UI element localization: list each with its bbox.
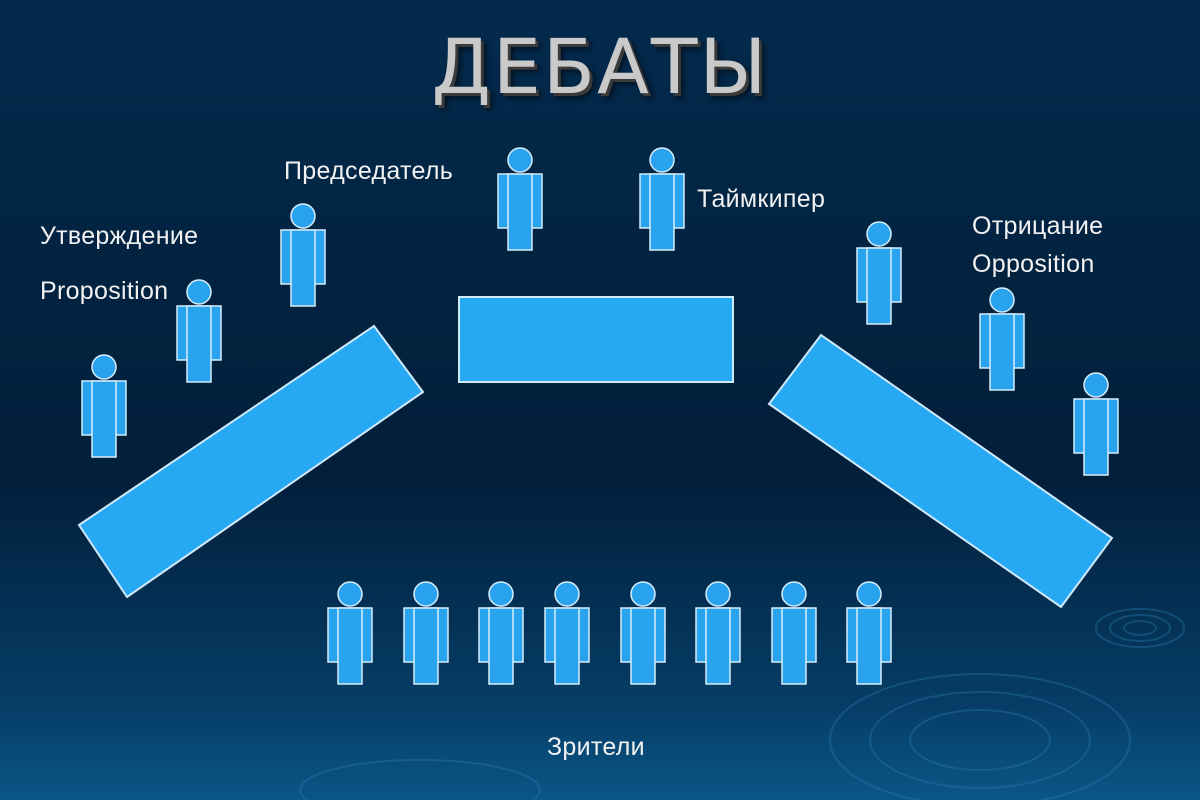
proposition-table <box>77 324 425 599</box>
audience-member-icon <box>478 581 524 685</box>
opposition-table <box>767 333 1114 609</box>
diagram-title: ДЕБАТЫ <box>431 22 769 111</box>
audience-label: Зрители <box>547 733 645 761</box>
ripple-decoration <box>299 608 1185 800</box>
audience-member-icon <box>403 581 449 685</box>
audience-member-icon <box>620 581 666 685</box>
opposition-label-en: Opposition <box>972 250 1095 278</box>
audience-member-icon <box>771 581 817 685</box>
audience-member-icon <box>544 581 590 685</box>
proposition-label-ru: Утверждение <box>40 222 199 250</box>
opposition-label-ru: Отрицание <box>972 212 1104 240</box>
audience-member-icon <box>846 581 892 685</box>
audience-member-icon <box>695 581 741 685</box>
timekeeper-icon <box>639 147 685 251</box>
chair-label: Председатель <box>284 157 454 185</box>
proposition-speaker-1-icon <box>81 354 127 458</box>
proposition-speaker-3-icon <box>280 203 326 307</box>
chair-icon <box>497 147 543 251</box>
proposition-speaker-2-icon <box>176 279 222 383</box>
opposition-speaker-2-icon <box>979 287 1025 391</box>
timekeeper-label: Таймкипер <box>697 185 826 213</box>
chair-table <box>458 296 734 383</box>
opposition-speaker-1-icon <box>856 221 902 325</box>
audience-member-icon <box>327 581 373 685</box>
opposition-speaker-3-icon <box>1073 372 1119 476</box>
proposition-label-en: Proposition <box>40 277 169 305</box>
